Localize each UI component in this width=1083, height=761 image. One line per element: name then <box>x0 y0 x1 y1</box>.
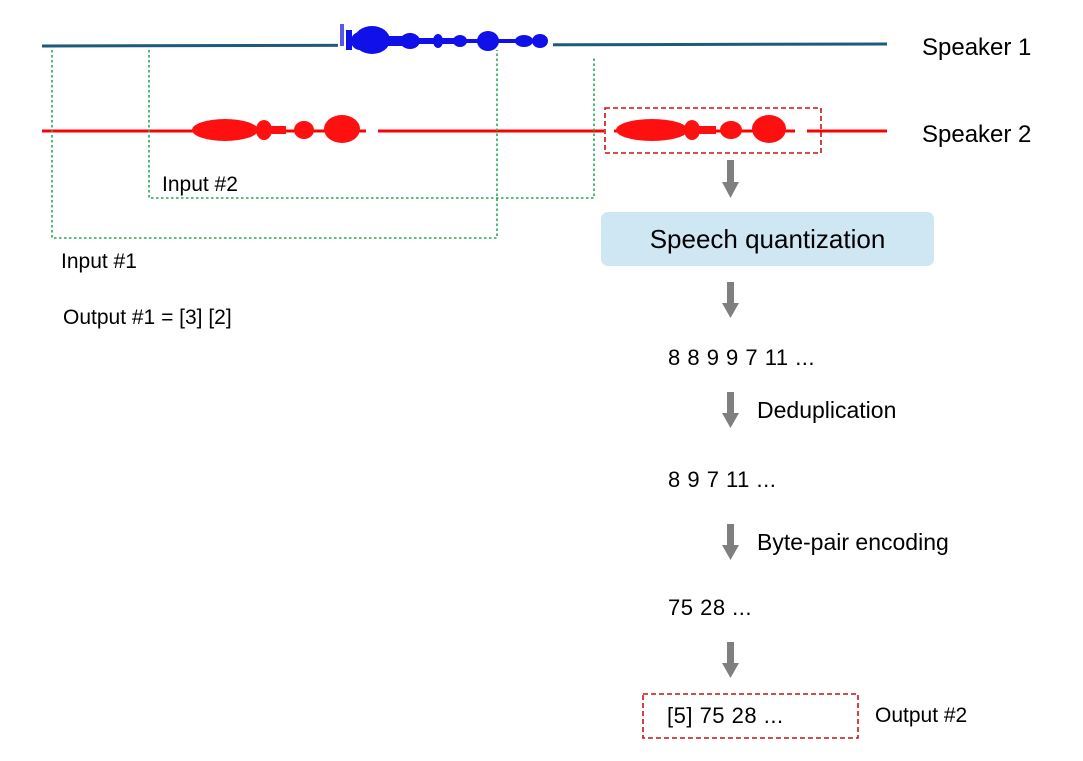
output1-text: Output #1 = [3] [2] <box>63 306 232 329</box>
output2-label: Output #2 <box>875 704 968 727</box>
down-arrow-icon <box>722 282 739 318</box>
bpe-label: Byte-pair encoding <box>757 529 949 555</box>
input2-label: Input #2 <box>162 173 238 196</box>
speaker2-label: Speaker 2 <box>922 121 1032 148</box>
down-arrow-icon <box>722 642 739 678</box>
speaker2-waveform-2 <box>616 115 786 143</box>
deduplicated-tokens: 8 9 7 11 ... <box>668 467 777 492</box>
down-arrow-icon <box>722 160 739 198</box>
speaker2-waveform-1 <box>192 115 360 143</box>
down-arrow-icon <box>722 524 739 560</box>
bpe-tokens: 75 28 ... <box>668 595 753 620</box>
speech-quantization-label: Speech quantization <box>649 223 886 254</box>
down-arrow-icon <box>722 392 739 428</box>
speaker1-track <box>41 24 888 54</box>
speaker1-label: Speaker 1 <box>922 34 1032 61</box>
output2-box <box>642 693 859 739</box>
input2-bracket <box>148 50 595 199</box>
deduplication-label: Deduplication <box>757 397 897 423</box>
speaker2-track <box>42 115 887 143</box>
speaker2-segment-highlight <box>604 107 822 154</box>
speech-quantization-box: Speech quantization <box>601 212 934 266</box>
speaker1-waveform <box>340 24 548 54</box>
quantized-tokens: 8 8 9 9 7 11 ... <box>668 345 816 370</box>
input1-bracket <box>51 50 498 239</box>
final-tokens: [5] 75 28 ... <box>667 703 784 728</box>
input1-label: Input #1 <box>61 250 137 273</box>
